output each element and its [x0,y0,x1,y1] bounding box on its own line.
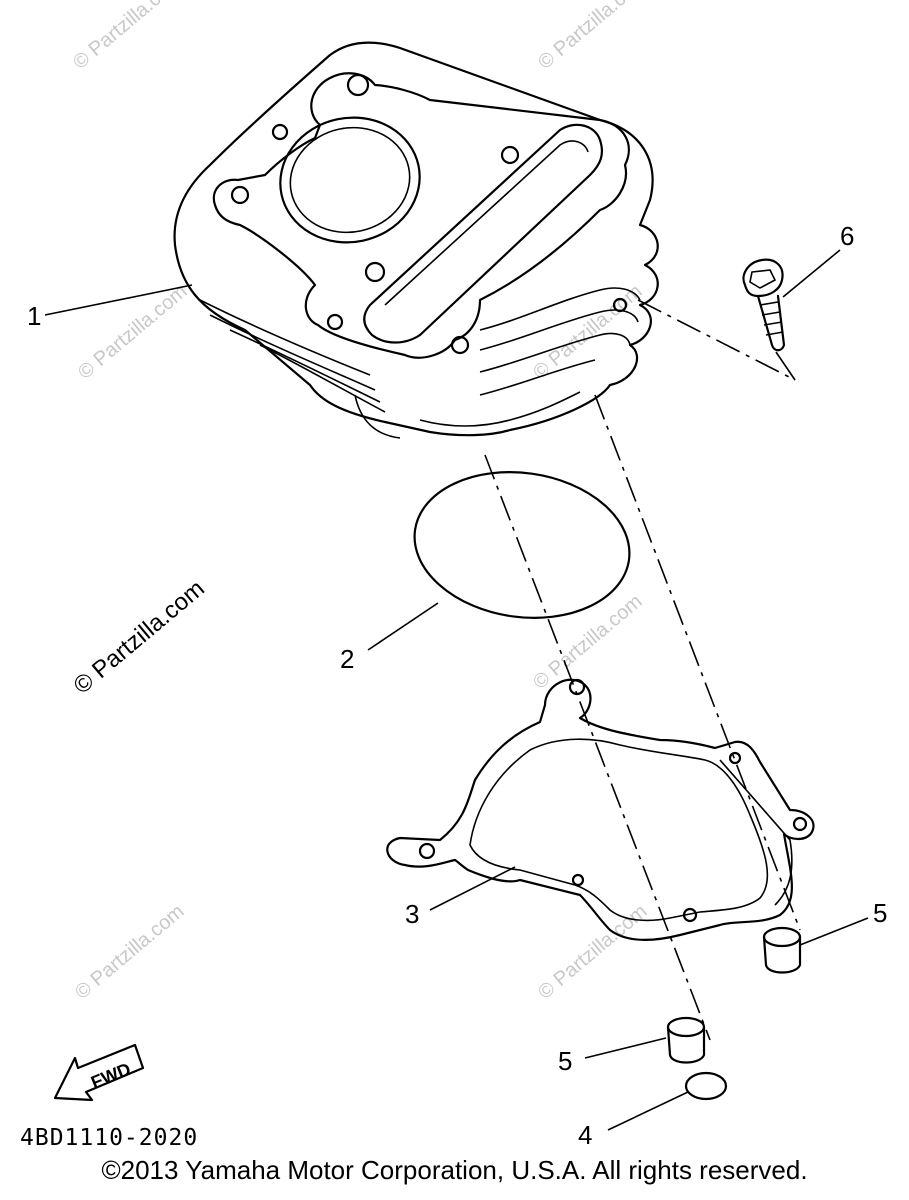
watermark: © Partzilla.com [529,280,646,383]
base-gasket-part [386,678,815,942]
dowel-pin-upper-part [762,926,802,974]
plug-part [684,1071,728,1101]
watermark: © Partzilla.com [69,0,186,74]
o-ring-part [413,471,631,619]
watermark: © Partzilla.com [71,900,188,1003]
callout-3: 3 [405,899,419,929]
bolt-part [742,258,786,352]
callout-4: 4 [578,1120,592,1150]
callout-1: 1 [27,301,41,331]
callout-6: 6 [840,221,854,251]
callout-5-lower: 5 [558,1046,572,1076]
diagram-code: 4BD1110-2020 [20,1125,199,1151]
cylinder-part [173,41,659,439]
watermarks: © Partzilla.com © Partzilla.com © Partzi… [69,0,652,1004]
callouts: 1 2 3 4 5 5 6 [27,221,887,1150]
callout-2: 2 [340,644,354,674]
dowel-pin-lower-part [666,1016,706,1064]
watermark: © Partzilla.com [534,900,651,1003]
fwd-arrow-icon: FWD [53,1043,145,1102]
watermark: © Partzilla.com [529,590,646,693]
fwd-label: FWD [88,1059,133,1093]
watermark: © Partzilla.com [69,575,210,700]
callout-5-upper: 5 [873,898,887,928]
alignment-lines [484,299,801,1041]
copyright-notice: ©2013 Yamaha Motor Corporation, U.S.A. A… [101,1155,808,1185]
watermark: © Partzilla.com [534,0,651,74]
watermark: © Partzilla.com [74,280,191,383]
